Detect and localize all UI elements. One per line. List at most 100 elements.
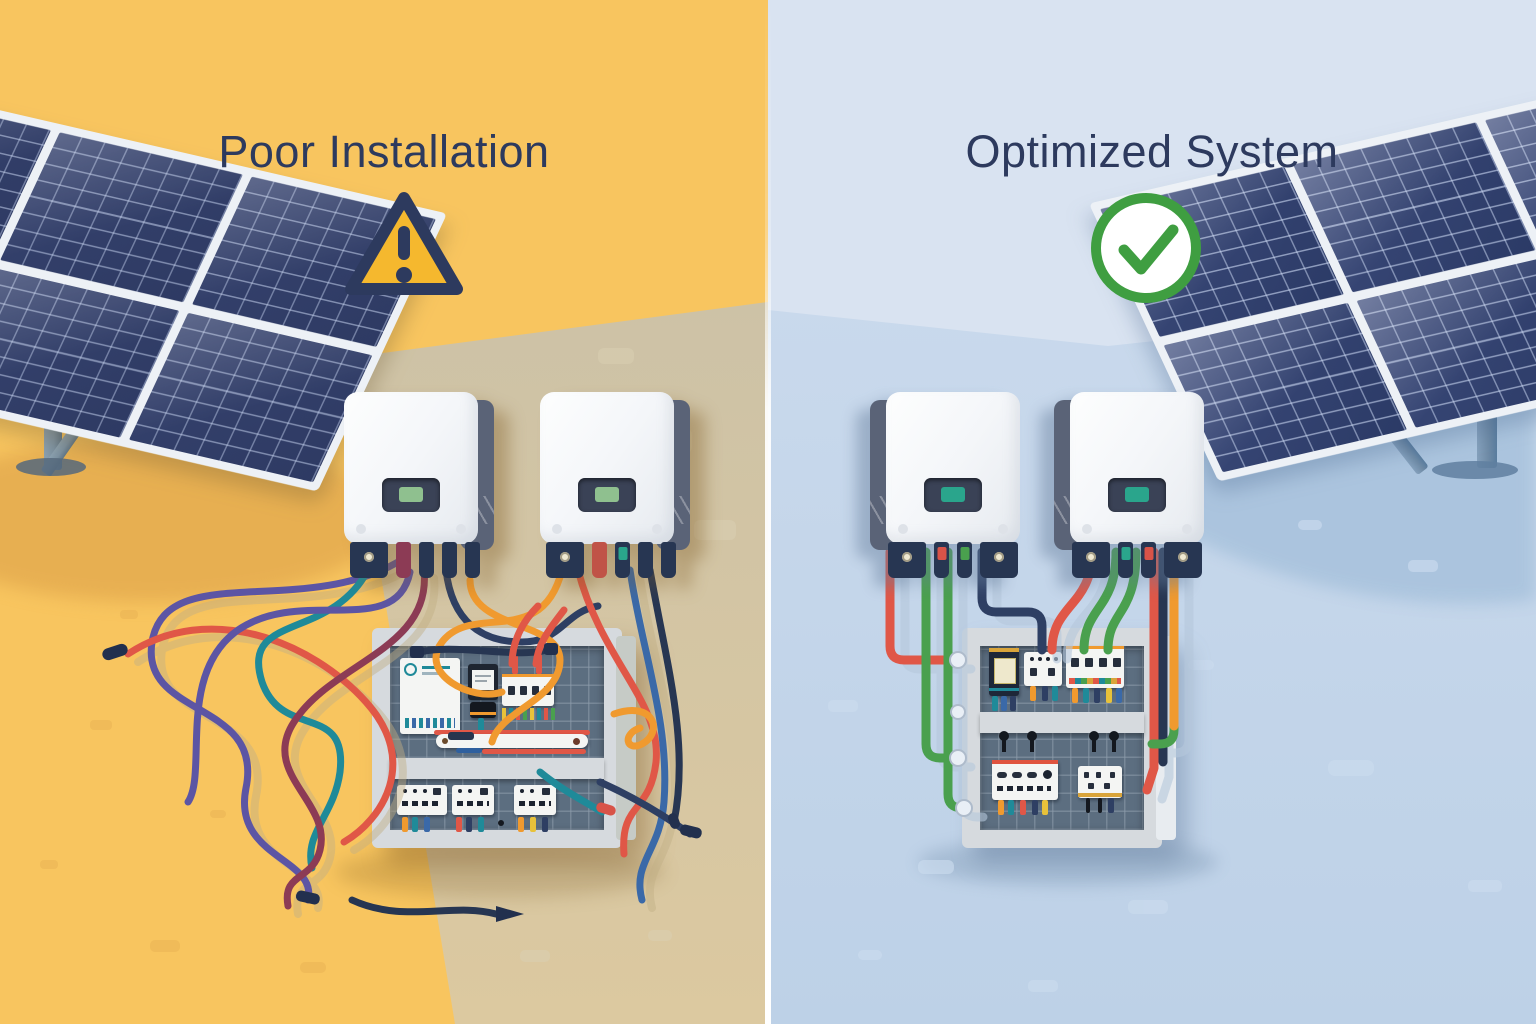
box-shadow xyxy=(918,838,1218,886)
right-title: Optimized System xyxy=(965,126,1339,178)
cable-plug xyxy=(419,542,434,578)
terminal-pin xyxy=(999,731,1009,752)
wire-stub xyxy=(530,817,536,832)
inverter-screen xyxy=(578,478,636,512)
module-dial xyxy=(404,663,417,676)
wire-stub xyxy=(542,817,548,832)
meter xyxy=(989,648,1019,696)
terminal-strip xyxy=(1069,678,1121,684)
wire-stub xyxy=(1042,800,1048,815)
wire-stub xyxy=(1106,688,1112,703)
screw-dot xyxy=(1082,524,1092,534)
wire-stub xyxy=(478,718,484,733)
breaker-module xyxy=(397,785,447,815)
wire-stub xyxy=(466,817,472,832)
dc-plug xyxy=(888,542,926,578)
ac-plug xyxy=(980,542,1018,578)
module-line xyxy=(422,672,442,675)
dc-plug xyxy=(546,542,584,578)
cable-plug xyxy=(1118,542,1133,578)
wire-stub xyxy=(1072,688,1078,703)
ac-plug xyxy=(1164,542,1202,578)
wire-stub xyxy=(992,696,998,711)
inverter xyxy=(868,392,1020,588)
panel-foot xyxy=(1432,461,1518,479)
screw-dot xyxy=(552,524,562,534)
screw-dot xyxy=(898,524,908,534)
status-led xyxy=(595,487,619,502)
electrical-panel-box xyxy=(962,628,1176,848)
cable-plug xyxy=(638,542,653,578)
terminal-ticks xyxy=(405,718,455,728)
rail-clamp xyxy=(448,732,474,740)
inverter-screen xyxy=(924,478,982,512)
wire-bundle xyxy=(124,558,694,918)
breaker-block xyxy=(1066,646,1124,688)
dc-plug xyxy=(1072,542,1110,578)
screw-dot xyxy=(998,524,1008,534)
wire-stub xyxy=(478,817,484,832)
terminal-pin xyxy=(1089,731,1099,752)
status-led xyxy=(941,487,965,502)
cable-plug xyxy=(661,542,676,578)
wire-stub xyxy=(1083,688,1089,703)
inverter-face xyxy=(540,392,674,544)
status-led xyxy=(399,487,423,502)
cable-plug xyxy=(934,542,949,578)
wire-stub xyxy=(424,817,430,832)
red-wire xyxy=(434,730,590,735)
cable-plug xyxy=(1141,542,1156,578)
inverter xyxy=(1052,392,1204,588)
cable-plug xyxy=(442,542,457,578)
optimized-system-panel: Optimized System xyxy=(768,0,1536,1024)
wire-stub xyxy=(1008,800,1014,815)
inverter-face xyxy=(886,392,1020,544)
wire-stub xyxy=(1094,688,1100,703)
inverter-screen xyxy=(382,478,440,512)
wire-stub xyxy=(1116,688,1122,703)
din-rail xyxy=(436,734,588,748)
warning-triangle-icon xyxy=(345,192,463,295)
wire-stub xyxy=(518,817,524,832)
panel-foot xyxy=(16,458,86,476)
screw-dot xyxy=(1182,524,1192,534)
control-module xyxy=(400,658,460,734)
texture-speckles xyxy=(828,520,1502,992)
cable-plug xyxy=(615,542,630,578)
wire-stub xyxy=(1032,800,1038,815)
inverter xyxy=(344,392,496,588)
screw-dot xyxy=(456,524,466,534)
cable-plugs xyxy=(546,542,676,578)
inverter-face xyxy=(344,392,478,544)
wire-stub xyxy=(1042,686,1048,701)
screw xyxy=(498,820,504,826)
screw-dot xyxy=(356,524,366,534)
check-circle-icon xyxy=(1091,193,1201,303)
cable-plugs xyxy=(1072,542,1202,578)
breaker-module xyxy=(452,785,494,815)
box-divider-shelf xyxy=(980,712,1144,733)
loose-connector-tips xyxy=(102,643,702,922)
screw-dot xyxy=(652,524,662,534)
wire-stub xyxy=(998,800,1004,815)
inverter xyxy=(540,392,692,588)
wire-bundle xyxy=(885,547,1179,813)
wire-stub xyxy=(1108,798,1114,813)
breaker-module xyxy=(514,785,556,815)
meter-base xyxy=(470,702,496,718)
red-wire xyxy=(482,749,586,754)
inverter-screen xyxy=(1108,478,1166,512)
left-title: Poor Installation xyxy=(218,126,550,178)
wire-stub xyxy=(412,817,418,832)
box-divider-shelf xyxy=(390,758,604,779)
breaker-strip xyxy=(992,760,1058,800)
meter-screen xyxy=(994,658,1016,684)
wire-stub xyxy=(1010,696,1016,711)
blue-wire xyxy=(456,748,482,753)
panel-divider-line xyxy=(765,0,771,1024)
texture-speckles xyxy=(40,610,326,973)
wire-stub xyxy=(402,817,408,832)
status-led xyxy=(1125,487,1149,502)
cable-plugs xyxy=(350,542,480,578)
cable-plug xyxy=(957,542,972,578)
